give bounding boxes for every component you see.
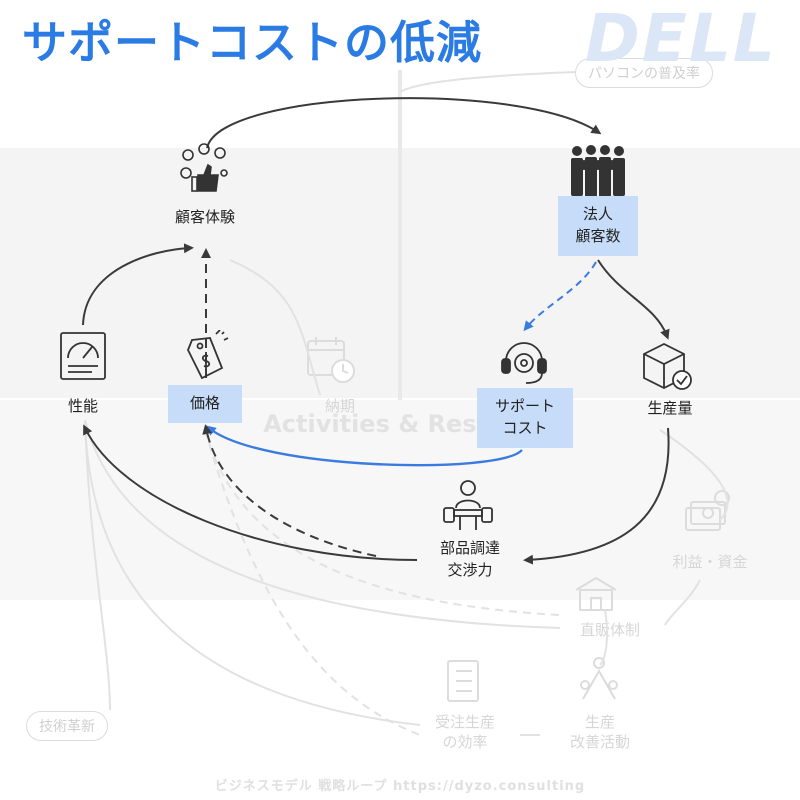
gauge-meter-icon [60,332,106,380]
node-price: 価格 [168,385,242,423]
support-cost-line1: サポート [494,397,555,416]
brand-watermark: DELL [585,0,777,77]
faded-production-improvement-line1: 生産 [584,713,615,731]
support-cost-line2: コスト [502,419,548,437]
faded-footer-text: ビジネスモデル 戦略ループ https://dyzo.consulting [214,779,586,794]
arrow-experience-to-customers [206,97,602,149]
background-divider [398,70,402,400]
node-support-cost: サポート コスト [477,388,573,448]
arrow-production-to-procurement [523,427,670,565]
faded-production-improvement-label: 生産 改善活動 [545,712,655,753]
node-procurement-power: 部品調達 交渉力 [416,538,524,582]
arrow-performance-to-experience [82,243,194,326]
customer-feedback-icon [180,143,228,192]
node-production-volume: 生産量 [647,399,693,417]
faded-tech-innovation: 技術革新 [26,711,108,741]
faded-flows [84,71,729,736]
calendar-clock-icon [307,337,355,383]
procurement-line1: 部品調達 [439,539,500,557]
faded-direct-sales-label: 直販体制 [579,621,640,639]
arrow-support-to-price [205,425,523,467]
price-tag-icon [187,330,229,380]
page-title: サポートコストの低減 [22,16,483,69]
procurement-line2: 交渉力 [447,560,493,579]
crowd-people-icon [571,145,625,197]
node-corporate-customers: 法人 顧客数 [558,196,638,256]
arrow-customers-to-production [597,259,670,340]
faded-production-improvement-line2: 改善活動 [569,733,630,752]
faded-delivery-label: 納期 [324,397,355,415]
support-headset-icon [501,342,547,384]
arrow-procurement-to-price [202,424,377,557]
package-box-check-icon [643,342,692,390]
faded-profit-funds-label: 利益・資金 [672,553,748,571]
node-customer-experience: 顧客体験 [174,208,235,226]
node-performance: 性能 [67,397,98,415]
faded-order-efficiency-line1: 受注生産 [434,713,495,731]
faded-order-efficiency-line2: の効率 [442,733,488,752]
checklist-icon [447,660,479,702]
corporate-customers-line1: 法人 [582,205,613,224]
meeting-table-icon [443,480,493,530]
corporate-customers-line2: 顧客数 [575,227,621,245]
faded-pc-penetration: パソコンの普及率 [575,58,713,88]
faded-order-efficiency-label: 受注生産 の効率 [410,712,520,753]
store-icon [575,576,617,611]
arrow-customers-to-support [523,261,597,332]
arrow-procurement-to-performance [83,424,418,561]
teamwork-icon [580,657,618,700]
